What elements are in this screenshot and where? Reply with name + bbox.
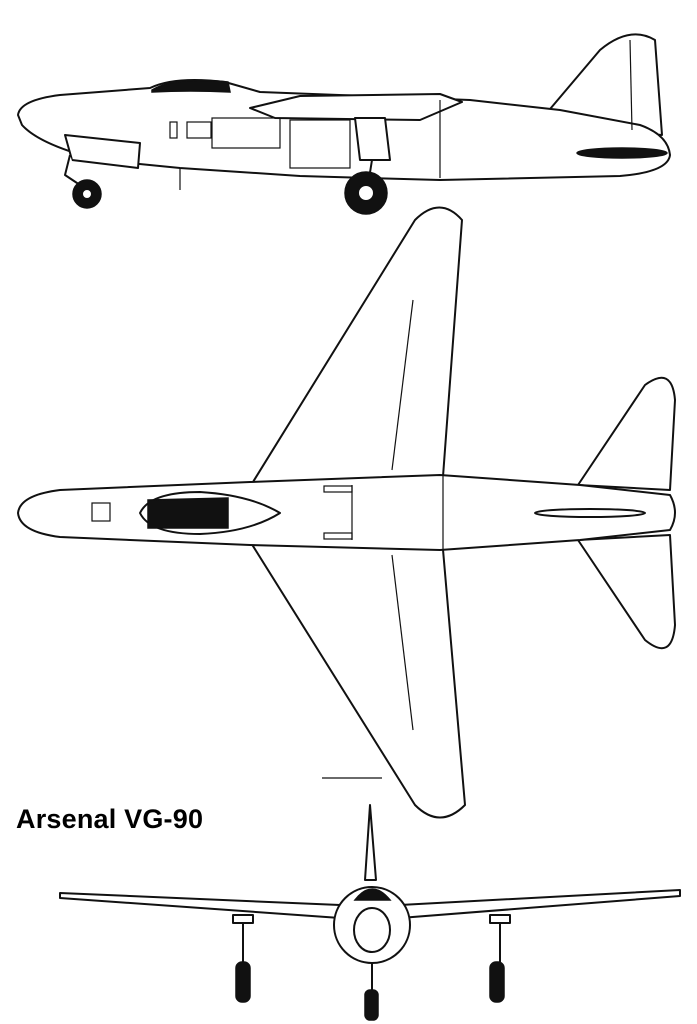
side-exhaust — [576, 147, 668, 159]
front-canopy — [353, 888, 392, 901]
side-bay — [289, 119, 351, 169]
flap-line — [391, 299, 414, 471]
side-rudder-line — [629, 39, 633, 131]
left-main-wheel — [235, 961, 251, 1003]
side-panel — [169, 121, 178, 139]
nose-wheel-hub — [81, 188, 93, 200]
side-canopy — [151, 79, 231, 93]
top-detail — [323, 485, 353, 493]
side-view — [17, 33, 671, 215]
side-intake — [64, 134, 141, 169]
flap-line — [391, 554, 414, 731]
top-panel — [91, 502, 111, 522]
top-stab-upper — [577, 376, 676, 491]
front-nose-wheel — [364, 989, 379, 1021]
top-canopy — [147, 497, 229, 529]
nose-gear-strut — [64, 154, 81, 186]
side-gear-door — [354, 117, 391, 161]
top-wing-upper — [247, 206, 463, 491]
top-view — [17, 206, 676, 819]
top-exhaust — [534, 508, 646, 518]
front-view — [59, 804, 681, 1021]
side-bay — [211, 117, 281, 149]
aircraft-title: Arsenal VG-90 — [16, 804, 204, 834]
front-fin — [364, 804, 377, 881]
top-stab-lower — [577, 534, 676, 650]
front-gear-pod — [489, 914, 511, 924]
front-intake — [353, 907, 391, 953]
right-main-wheel — [489, 961, 505, 1003]
front-gear-pod — [232, 914, 254, 924]
side-tail-fin — [544, 33, 663, 136]
main-wheel-hub — [357, 184, 375, 202]
top-detail — [323, 532, 353, 540]
top-wing-lower — [247, 537, 466, 819]
side-panel — [186, 121, 212, 139]
